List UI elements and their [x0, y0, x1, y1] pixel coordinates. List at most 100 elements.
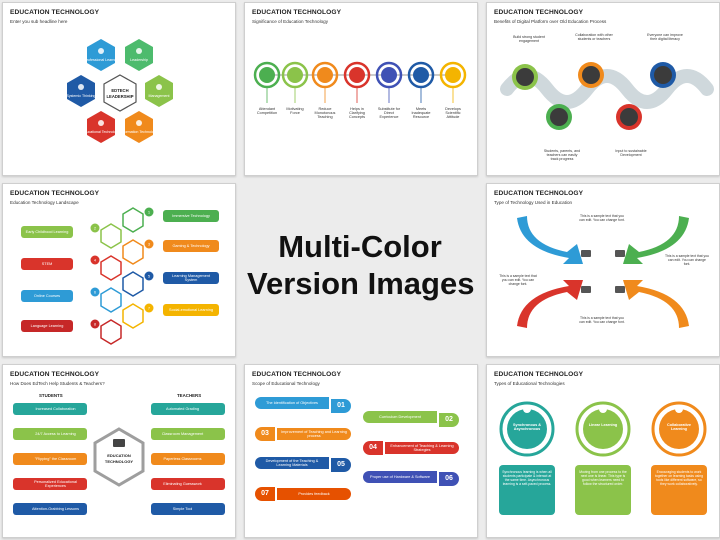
quadrant-04-label: Television [550, 306, 570, 310]
student-item-2: 24/7 Access to Learning [13, 428, 87, 440]
slide-3-benefits[interactable]: EDUCATION TECHNOLOGY Benefits of Digital… [486, 2, 720, 176]
quadrant-02 [623, 216, 689, 264]
type-desc-1: Synchronous learning is when all student… [499, 465, 555, 515]
smart-board-icon [581, 250, 591, 257]
item-reduce-monotonous [311, 61, 339, 103]
hex-label-information-technology: Information Technology [120, 130, 157, 134]
hex-center [103, 74, 137, 112]
center-hexagon: EDUCATION TECHNOLOGY [93, 427, 145, 487]
slide-1-hexagon-leadership[interactable]: EDUCATION TECHNOLOGY Enter you sub headl… [2, 2, 236, 176]
center-label-leadership: LEADERSHIP [107, 94, 134, 99]
slide-4-landscape[interactable]: EDUCATION TECHNOLOGY Education Technolog… [2, 183, 236, 357]
slide-title: EDUCATION TECHNOLOGY [10, 371, 100, 378]
slide-title: EDUCATION TECHNOLOGY [494, 190, 584, 197]
hex-label-educational-technology: Educational Technology [82, 130, 120, 134]
quadrant-01 [517, 216, 583, 264]
sample-text-top: This is a sample text that you can edit.… [579, 214, 625, 222]
slide-5-technology-types[interactable]: EDUCATION TECHNOLOGY Type of Technology … [486, 183, 720, 357]
label-motivating-force: Motivating Force [286, 107, 304, 115]
slide-subtitle: Benefits of Digital Platform over Old Ed… [494, 19, 607, 24]
quadrant-02-number: 02 [653, 218, 661, 225]
teacher-item-4: Eliminating Guesswork [151, 478, 225, 490]
slide-8-types[interactable]: EDUCATION TECHNOLOGY Types of Educationa… [486, 364, 720, 538]
significance-diagram [253, 61, 467, 103]
scope-item-02: Curriculum Development [363, 411, 437, 423]
quadrant-04 [517, 280, 583, 328]
scope-item-05: Development of the Teaching & Learning M… [255, 457, 329, 469]
hex-leadership [125, 39, 153, 71]
slide-subtitle: Education Technology Landscape [10, 200, 79, 205]
sample-text-right: This is a sample text that you can edit.… [665, 254, 709, 266]
right-item-lms: Learning Management System [163, 272, 219, 284]
item-direct-experience [375, 61, 403, 103]
slide-title: EDUCATION TECHNOLOGY [10, 9, 100, 16]
professional-learner-icon [98, 48, 104, 54]
projector-icon [615, 286, 625, 293]
svg-text:1: 1 [148, 211, 150, 215]
svg-text:5: 5 [148, 275, 150, 279]
benefit-note-2: Collaboration with other students or tea… [575, 33, 613, 41]
right-item-immersive: Immersive Technology [163, 210, 219, 222]
label-reduce-monotonous: Reduce Monotonous Teaching [314, 107, 336, 119]
slide-7-scope[interactable]: EDUCATION TECHNOLOGY Scope of Educationa… [244, 364, 478, 538]
benefits-wave-diagram [500, 62, 714, 130]
type-label-1: Synchronous & Asynchronous [512, 423, 542, 431]
right-item-gaming: Gaming & Technology [163, 240, 219, 252]
hex-label-management: Management [149, 94, 170, 98]
sample-text-left: This is a sample text that you can edit.… [499, 274, 537, 286]
quadrant-03-label: Projectors [636, 306, 656, 310]
scope-number-03: 03 [255, 427, 275, 441]
hexagon-diagram: Professional Learner Leadership Manageme… [66, 39, 173, 143]
hex-information-technology [125, 111, 153, 143]
scope-item-01: The Identification of Objectives [255, 397, 329, 409]
slide-6-students-teachers[interactable]: EDUCATION TECHNOLOGY How Does EdTech Hel… [2, 364, 236, 538]
svg-text:6: 6 [94, 291, 96, 295]
scope-item-04: Enhancement of Teaching & Learning Strat… [385, 442, 459, 454]
slide-subtitle: Scope of Educational Technology [252, 381, 320, 386]
slide-title: EDUCATION TECHNOLOGY [10, 190, 100, 197]
label-inadequate-resource: Meets Inadequate Resource [411, 107, 431, 119]
education-technology-icon [113, 439, 125, 447]
slide-title: EDUCATION TECHNOLOGY [494, 371, 584, 378]
scope-number-05: 05 [331, 458, 351, 472]
synchronous-icon [523, 405, 531, 413]
label-attendant-competition: Attendant Competition [256, 107, 278, 115]
benefit-note-1: Build strong student engagement [513, 35, 545, 43]
heading-line-2: Version Images [247, 266, 475, 301]
left-item-online-courses: Online Courses [21, 290, 73, 302]
quadrant-03 [623, 280, 689, 328]
left-item-early-childhood: Early Childhood Learning [21, 226, 73, 238]
educational-technology-icon [98, 120, 104, 126]
item-attendant-competition [253, 61, 281, 103]
student-item-3: "Flipping" the Classroom [13, 453, 87, 465]
scope-item-03: Improvement of Teaching and Learning pro… [277, 428, 351, 440]
hex-educational-technology [87, 111, 115, 143]
slide-2-significance[interactable]: EDUCATION TECHNOLOGY Significance of Edu… [244, 2, 478, 176]
svg-text:7: 7 [148, 307, 150, 311]
information-technology-icon [136, 120, 142, 126]
student-item-5: Attention-Grabbing Lessons [13, 503, 87, 515]
quadrant-02-label: Classrooms etc [635, 234, 657, 242]
hex-label-professional-learner: Professional Learner [84, 58, 118, 62]
heading-line-1: Multi-Color [278, 229, 442, 264]
hex-systemic-thinking [67, 75, 95, 107]
benefit-note-4: Students, parents, and teachers can easi… [543, 149, 581, 161]
center-heading: Multi-Color Version Images [247, 228, 475, 302]
item-clarifying-concepts [343, 61, 371, 103]
left-item-stem: STEM [21, 258, 73, 270]
linear-icon [599, 405, 607, 413]
sample-text-bottom: This is a sample text that you can edit.… [579, 316, 625, 324]
quadrant-04-number: 04 [535, 318, 543, 325]
hex-label-systemic-thinking: Systemic Thinking [66, 94, 95, 98]
teacher-item-3: Paperless Classrooms [151, 453, 225, 465]
slide-title: EDUCATION TECHNOLOGY [252, 9, 342, 16]
hex-label-leadership: Leadership [130, 58, 148, 62]
label-scientific-attitude: Develops Scientific Attitude [445, 107, 461, 119]
television-icon [581, 286, 591, 293]
collaborative-icon [675, 405, 683, 413]
students-heading: STUDENTS [39, 393, 63, 398]
teacher-item-2: Classroom Management [151, 428, 225, 440]
quadrant-01-number: 01 [535, 218, 543, 225]
left-item-language-learning: Language Learning [21, 320, 73, 332]
slide-title: EDUCATION TECHNOLOGY [494, 9, 584, 16]
